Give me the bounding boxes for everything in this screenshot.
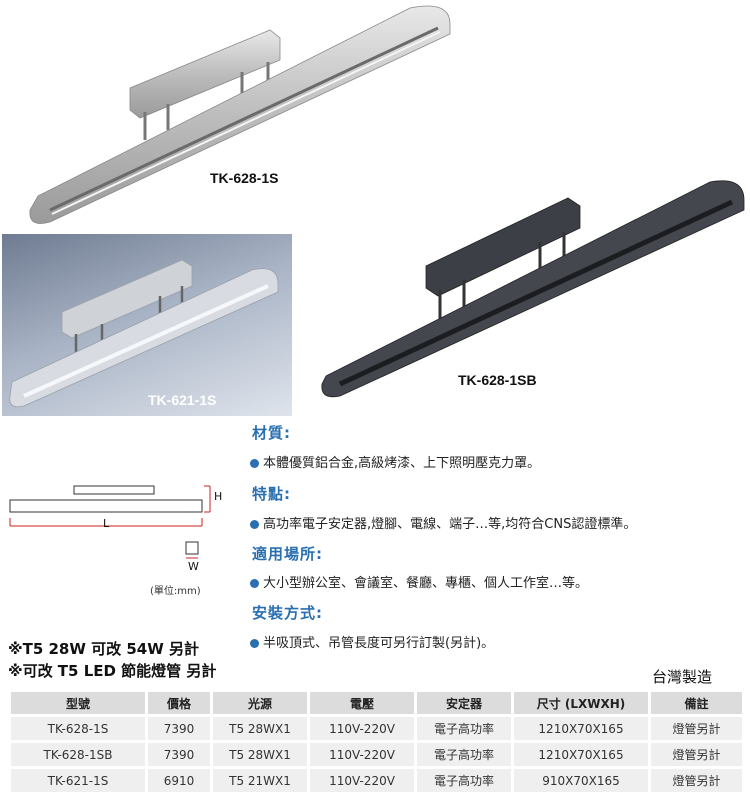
dimension-h-label: H bbox=[214, 490, 223, 503]
table-header-row: 型號 價格 光源 電壓 安定器 尺寸 (LXWXH) 備註 bbox=[11, 692, 742, 714]
table-cell: 燈管另計 bbox=[651, 769, 742, 792]
table-header-cell: 電壓 bbox=[310, 692, 414, 714]
product-photo-background bbox=[2, 234, 292, 416]
table-cell: 910X70X165 bbox=[514, 769, 648, 792]
product-model-label: TK-621-1S bbox=[148, 392, 217, 408]
table-cell: 電子高功率 bbox=[417, 769, 511, 792]
unit-label: (單位:mm) bbox=[150, 586, 201, 597]
fixture-illustration-photo bbox=[9, 259, 279, 408]
product-model-label: TK-628-1S bbox=[210, 170, 279, 186]
table-cell: 7390 bbox=[148, 717, 210, 740]
section-text-install: 半吸頂式、吊管長度可另行訂製(另計)。 bbox=[250, 632, 494, 651]
table-cell: 110V-220V bbox=[310, 769, 414, 792]
product-model-label: TK-628-1SB bbox=[458, 372, 537, 388]
table-cell: 7390 bbox=[148, 743, 210, 766]
section-title-places: 適用場所: bbox=[252, 545, 323, 563]
table-cell: 燈管另計 bbox=[651, 717, 742, 740]
fixture-illustration-dark bbox=[321, 180, 745, 398]
bullet-icon bbox=[250, 579, 259, 588]
section-text-material: 本體優質鋁合金,高級烤漆、上下照明壓克力罩。 bbox=[250, 452, 540, 471]
bullet-icon bbox=[250, 459, 259, 468]
table-header-cell: 型號 bbox=[11, 692, 145, 714]
section-title-features: 特點: bbox=[252, 485, 291, 503]
made-in-label: 台灣製造 bbox=[652, 668, 713, 686]
table-header-cell: 光源 bbox=[213, 692, 307, 714]
table-header-cell: 尺寸 (LXWXH) bbox=[514, 692, 648, 714]
table-cell: 110V-220V bbox=[310, 717, 414, 740]
table-cell: TK-628-1SB bbox=[11, 743, 145, 766]
table-row: TK-621-1S 6910 T5 21WX1 110V-220V 電子高功率 … bbox=[11, 769, 742, 792]
table-cell: 1210X70X165 bbox=[514, 743, 648, 766]
fixture-illustration-silver bbox=[29, 5, 451, 224]
bullet-icon bbox=[250, 520, 259, 529]
table-cell: TK-628-1S bbox=[11, 717, 145, 740]
table-cell: 1210X70X165 bbox=[514, 717, 648, 740]
spec-table: 型號 價格 光源 電壓 安定器 尺寸 (LXWXH) 備註 TK-628-1S … bbox=[8, 689, 745, 795]
table-cell: 燈管另計 bbox=[651, 743, 742, 766]
bullet-icon bbox=[250, 639, 259, 648]
note-line-1: ※T5 28W 可改 54W 另計 bbox=[8, 640, 199, 658]
table-header-cell: 備註 bbox=[651, 692, 742, 714]
dimension-w-label: W bbox=[188, 560, 199, 573]
table-cell: TK-621-1S bbox=[11, 769, 145, 792]
section-title-install: 安裝方式: bbox=[252, 604, 323, 622]
table-row: TK-628-1SB 7390 T5 28WX1 110V-220V 電子高功率… bbox=[11, 743, 742, 766]
dimension-diagram bbox=[9, 485, 211, 559]
table-cell: 電子高功率 bbox=[417, 743, 511, 766]
table-cell: 6910 bbox=[148, 769, 210, 792]
section-text-places: 大小型辦公室、會議室、餐廳、專櫃、個人工作室…等。 bbox=[250, 572, 588, 591]
table-cell: T5 28WX1 bbox=[213, 743, 307, 766]
note-line-2: ※可改 T5 LED 節能燈管 另計 bbox=[8, 662, 217, 680]
dimension-l-label: L bbox=[103, 517, 110, 530]
table-cell: 電子高功率 bbox=[417, 717, 511, 740]
table-row: TK-628-1S 7390 T5 28WX1 110V-220V 電子高功率 … bbox=[11, 717, 742, 740]
table-header-cell: 價格 bbox=[148, 692, 210, 714]
table-cell: T5 21WX1 bbox=[213, 769, 307, 792]
table-cell: 110V-220V bbox=[310, 743, 414, 766]
table-cell: T5 28WX1 bbox=[213, 717, 307, 740]
table-header-cell: 安定器 bbox=[417, 692, 511, 714]
section-title-material: 材質: bbox=[252, 424, 291, 442]
section-text-features: 高功率電子安定器,燈腳、電線、端子…等,均符合CNS認證標準。 bbox=[250, 513, 636, 532]
